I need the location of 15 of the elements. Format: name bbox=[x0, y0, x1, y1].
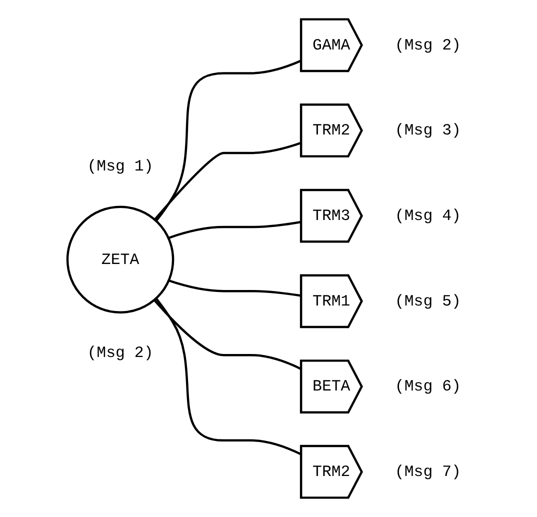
node-label: (Msg 2) bbox=[394, 36, 461, 54]
node-circle: ZETA bbox=[66, 206, 174, 314]
connector bbox=[154, 142, 302, 220]
node-label: (Msg 7) bbox=[394, 463, 461, 482]
node-label: (Msg 6) bbox=[394, 378, 461, 396]
connector bbox=[154, 299, 302, 370]
connector bbox=[155, 298, 302, 456]
label: (Msg 2) bbox=[87, 344, 154, 362]
connector bbox=[168, 280, 301, 297]
connector bbox=[155, 60, 302, 222]
label: (Msg 1) bbox=[87, 158, 154, 176]
node-label: (Msg 3) bbox=[394, 122, 461, 140]
connector bbox=[168, 220, 302, 239]
node-label: (Msg 5) bbox=[394, 292, 461, 310]
node-label: (Msg 4) bbox=[394, 206, 461, 225]
